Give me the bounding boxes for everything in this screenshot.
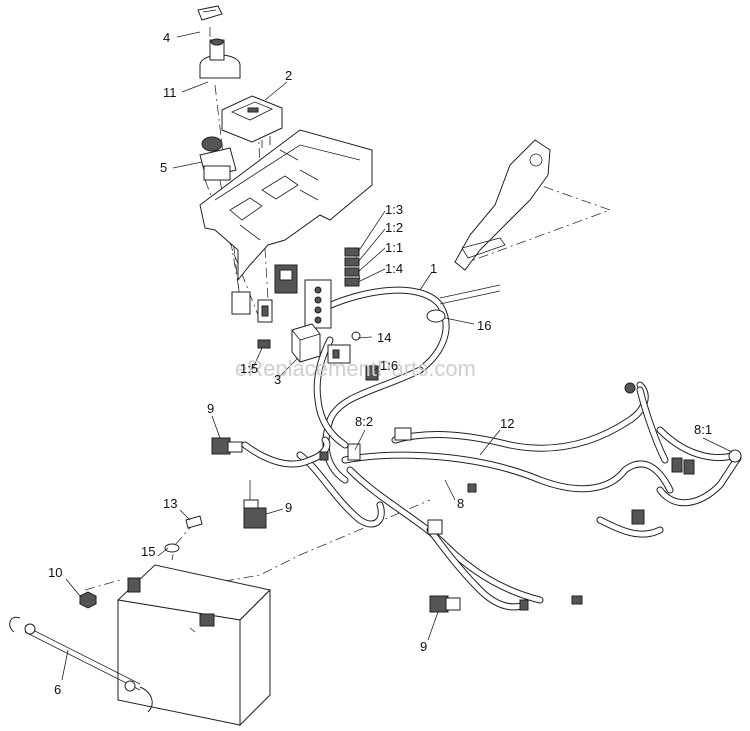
callout-1-4: 1:4 bbox=[385, 261, 403, 276]
fuse-1-5 bbox=[257, 339, 271, 349]
callout-3: 3 bbox=[274, 372, 281, 387]
plug-connector-upper bbox=[211, 437, 243, 455]
side-bracket bbox=[454, 139, 551, 271]
leader-lines bbox=[61, 31, 733, 681]
hour-meter bbox=[221, 95, 283, 148]
callout-15: 15 bbox=[141, 544, 155, 559]
callout-9-lower: 9 bbox=[420, 639, 427, 654]
plug-connector-middle bbox=[243, 480, 267, 529]
fuses bbox=[344, 247, 360, 287]
callout-14: 14 bbox=[377, 330, 391, 345]
callout-1: 1 bbox=[430, 261, 437, 276]
harness-connectors bbox=[319, 382, 742, 611]
callout-1-6: 1:6 bbox=[380, 358, 398, 373]
relay bbox=[291, 323, 321, 363]
battery-strap bbox=[9, 616, 153, 713]
callout-5: 5 bbox=[160, 160, 167, 175]
wiring-harness bbox=[241, 284, 742, 611]
callout-6: 6 bbox=[54, 682, 61, 697]
plate-connectors bbox=[231, 264, 332, 329]
battery bbox=[116, 564, 272, 727]
mounting-plate bbox=[199, 129, 373, 282]
callout-13: 13 bbox=[163, 496, 177, 511]
callout-10: 10 bbox=[48, 565, 62, 580]
plug-connector-lower bbox=[429, 595, 461, 613]
callout-4: 4 bbox=[163, 30, 170, 45]
pto-switch bbox=[199, 136, 237, 181]
callout-12: 12 bbox=[500, 416, 514, 431]
ignition-switch bbox=[199, 38, 241, 79]
watermark: eReplacementParts.com bbox=[235, 356, 476, 381]
callout-1-1: 1:1 bbox=[385, 240, 403, 255]
callout-1-3: 1:3 bbox=[385, 202, 403, 217]
callout-1-2: 1:2 bbox=[385, 220, 403, 235]
callout-9-middle: 9 bbox=[285, 500, 292, 515]
callout-11: 11 bbox=[163, 85, 177, 100]
callout-2: 2 bbox=[285, 68, 292, 83]
callout-16: 16 bbox=[477, 318, 491, 333]
callout-8: 8 bbox=[457, 496, 464, 511]
callout-8-1: 8:1 bbox=[694, 422, 712, 437]
callout-9-upper: 9 bbox=[207, 401, 214, 416]
battery-hardware bbox=[79, 515, 203, 609]
harness-clamp bbox=[426, 309, 446, 323]
callout-1-5: 1:5 bbox=[240, 361, 258, 376]
callout-labels: 4 11 2 5 1:3 1:2 1:1 1:4 1 16 14 1:5 3 1… bbox=[48, 30, 712, 697]
ignition-key bbox=[197, 5, 223, 21]
callout-8-2: 8:2 bbox=[355, 414, 373, 429]
